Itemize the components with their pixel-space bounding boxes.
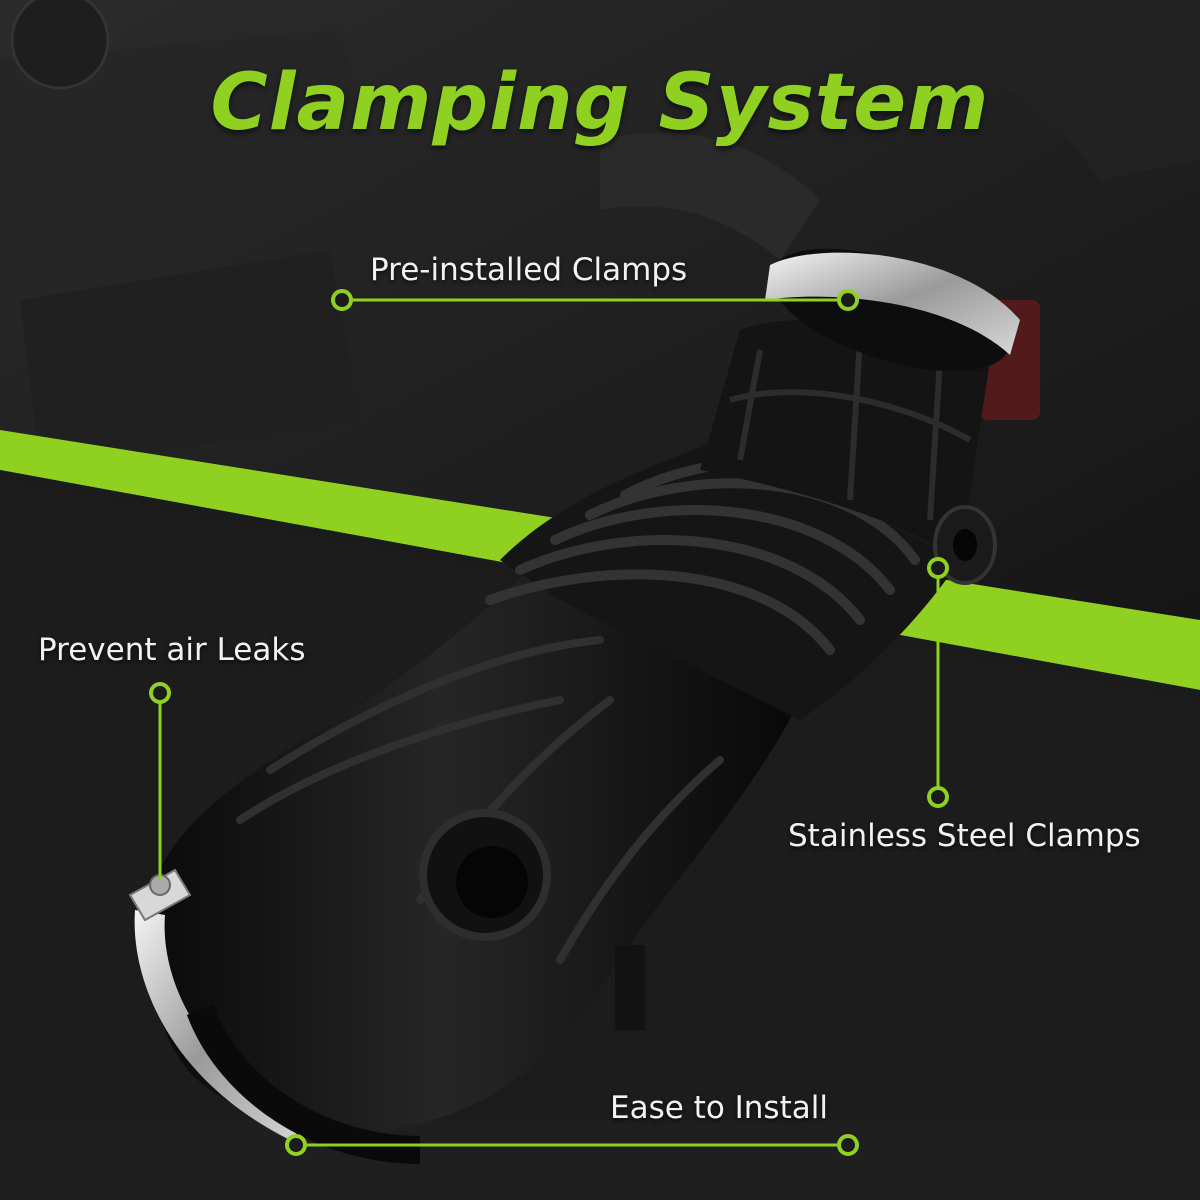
callout-ease-to-install: Ease to Install <box>610 1090 828 1126</box>
callout-dot-ease-start <box>285 1134 307 1156</box>
intake-hose <box>128 248 1020 1164</box>
callout-dot-leaks-start <box>149 682 171 704</box>
bottom-hose-lip <box>186 1004 421 1164</box>
engine-block-shape <box>20 250 360 470</box>
callout-dot-pre-start <box>331 289 353 311</box>
callout-dot-steel-end <box>927 786 949 808</box>
callout-pre-installed-clamps: Pre-installed Clamps <box>370 252 688 288</box>
neck-ribs <box>729 339 972 521</box>
small-nipple <box>615 945 645 1030</box>
callout-prevent-air-leaks: Prevent air Leaks <box>38 632 306 668</box>
engine-cover-shape <box>0 30 380 260</box>
top-clamp <box>765 252 1020 355</box>
hose-background-shape <box>600 132 820 260</box>
center-port-hole <box>456 846 528 918</box>
callout-dot-pre-end <box>837 289 859 311</box>
hose-upper-neck <box>700 320 990 560</box>
intake-background-shape <box>880 0 1200 180</box>
side-port-hole <box>953 529 977 561</box>
callout-dot-steel-start <box>927 557 949 579</box>
callout-dot-ease-end <box>837 1134 859 1156</box>
callout-stainless-steel-clamps: Stainless Steel Clamps <box>788 818 1141 854</box>
callout-lines <box>149 289 949 1156</box>
page-title: Clamping System <box>210 58 990 148</box>
floor-shade <box>0 1120 1200 1200</box>
oil-cap-shape <box>10 0 110 90</box>
